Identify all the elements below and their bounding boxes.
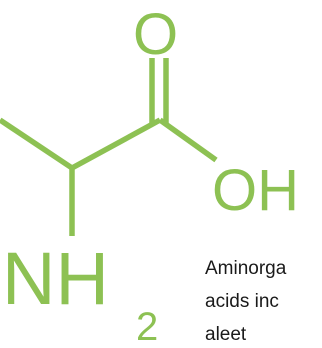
carbonyl-oxygen-label: O xyxy=(133,2,178,67)
bond-alpha-carboxyl xyxy=(70,117,162,171)
amine-label: NH xyxy=(2,237,109,320)
caption-line: acids inc xyxy=(205,291,279,312)
bond-methyl xyxy=(0,117,74,171)
bond-hydroxyl xyxy=(158,117,218,163)
caption-text: Aminorga acids inc aleet xyxy=(205,252,322,348)
hydroxyl-label: OH xyxy=(212,158,299,223)
caption-line: Aminorga xyxy=(205,258,287,279)
caption-line: aleet xyxy=(205,324,247,345)
amine-subscript-label: 2 xyxy=(136,305,158,348)
